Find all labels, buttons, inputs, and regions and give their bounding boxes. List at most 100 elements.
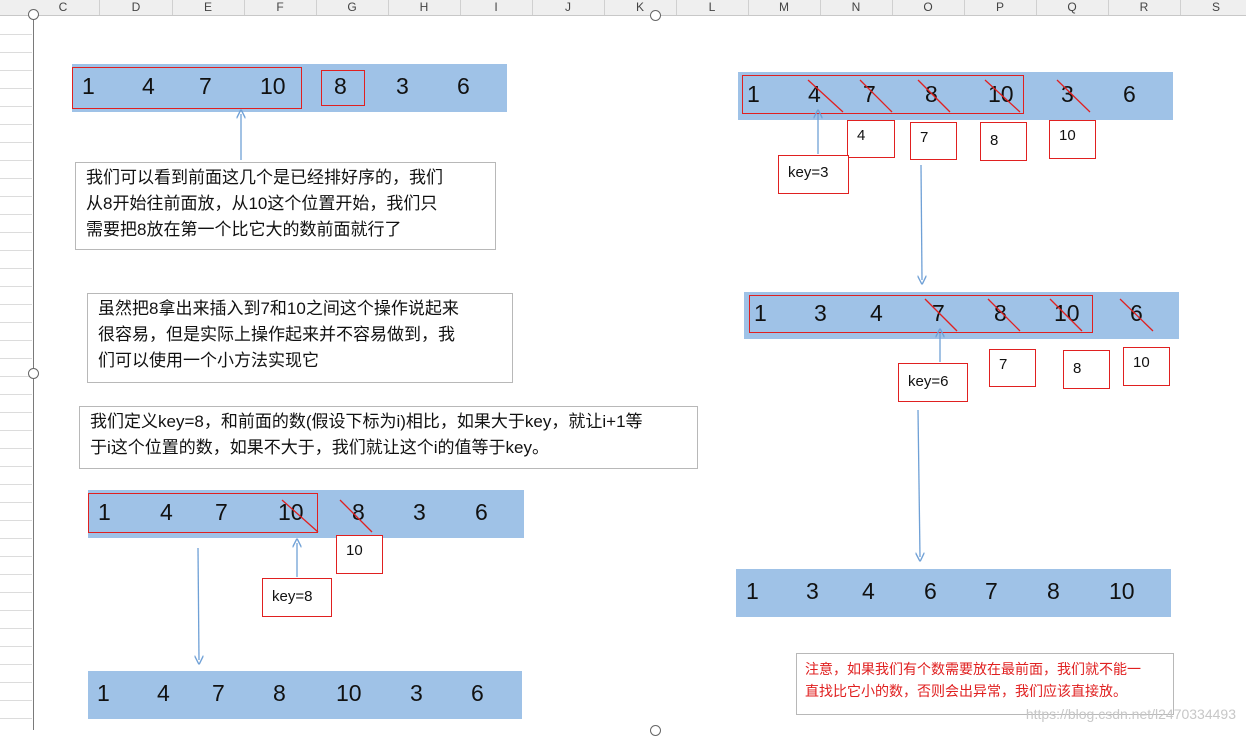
note-line: 我们定义key=8，和前面的数(假设下标为i)相比，如果大于key，就让i+1等 xyxy=(90,412,643,431)
bar-number: 8 xyxy=(273,680,286,706)
column-header-p[interactable]: P xyxy=(995,0,1004,14)
bar-number: 7 xyxy=(985,578,998,604)
shift-value-box: 10 xyxy=(1123,347,1170,386)
bar-number: 3 xyxy=(410,680,423,706)
bar-number: 1 xyxy=(747,81,760,107)
sorted-part-outline xyxy=(72,67,302,109)
row-line xyxy=(0,646,32,647)
bar-number: 4 xyxy=(142,73,155,99)
shift-value-box: 8 xyxy=(1063,350,1110,389)
column-divider xyxy=(964,0,965,15)
column-header-j[interactable]: J xyxy=(565,0,571,14)
row-line xyxy=(0,214,32,215)
row-line xyxy=(0,286,32,287)
column-header-h[interactable]: H xyxy=(419,0,429,14)
column-header-bar: C D E F G H I J K L M N O P Q R S xyxy=(0,0,1246,16)
column-header-i[interactable]: I xyxy=(494,0,498,14)
bar-number: 8 xyxy=(334,73,347,99)
column-divider xyxy=(388,0,389,15)
current-element-outline xyxy=(321,70,365,106)
resize-handle-top[interactable] xyxy=(650,10,661,21)
column-header-c[interactable]: C xyxy=(58,0,68,14)
row-line xyxy=(0,664,32,665)
bar-number: 10 xyxy=(1109,578,1135,604)
watermark: https://blog.csdn.net/l2470334493 xyxy=(1025,706,1236,722)
column-header-r[interactable]: R xyxy=(1139,0,1149,14)
row-line xyxy=(0,430,32,431)
bar-number: 6 xyxy=(457,73,470,99)
bar-number: 8 xyxy=(994,300,1007,326)
column-header-f[interactable]: F xyxy=(276,0,284,14)
column-header-l[interactable]: L xyxy=(708,0,716,14)
column-header-g[interactable]: G xyxy=(347,0,357,14)
row-line xyxy=(0,610,32,611)
column-divider xyxy=(460,0,461,15)
resize-handle-top-left[interactable] xyxy=(28,9,39,20)
row-gridlines xyxy=(0,16,32,730)
number-bar-after-key8: 1 4 7 8 10 3 6 xyxy=(88,671,522,719)
column-header-d[interactable]: D xyxy=(131,0,141,14)
bar-number: 8 xyxy=(1047,578,1060,604)
shift-value-box: 4 xyxy=(847,120,895,158)
row-line xyxy=(0,178,32,179)
shift-value-box: 7 xyxy=(910,122,957,160)
strike-mark xyxy=(984,79,1021,113)
column-divider xyxy=(820,0,821,15)
row-line xyxy=(0,88,32,89)
note-line: 虽然把8拿出来插入到7和10之间这个操作说起来 xyxy=(98,299,459,318)
key-box-3: key=3 xyxy=(778,155,849,194)
bar-number: 6 xyxy=(1123,81,1136,107)
column-header-s[interactable]: S xyxy=(1211,0,1220,14)
column-header-m[interactable]: M xyxy=(779,0,789,14)
note-line: 很容易，但是实际上操作起来并不容易做到，我 xyxy=(98,325,455,344)
explanation-note-3: 我们定义key=8，和前面的数(假设下标为i)相比，如果大于key，就让i+1等… xyxy=(79,406,698,469)
row-line xyxy=(0,502,32,503)
shift-value-box: 7 xyxy=(989,349,1036,387)
row-line xyxy=(0,700,32,701)
column-divider xyxy=(99,0,100,15)
column-header-k[interactable]: K xyxy=(635,0,644,14)
number-bar-key6-step: 1 3 4 7 8 10 6 xyxy=(744,292,1179,339)
row-line xyxy=(0,304,32,305)
row-line xyxy=(0,124,32,125)
row-line xyxy=(0,358,32,359)
strike-mark xyxy=(917,79,951,113)
strike-mark xyxy=(924,298,958,332)
column-divider xyxy=(532,0,533,15)
column-header-e[interactable]: E xyxy=(203,0,212,14)
column-divider xyxy=(172,0,173,15)
column-divider xyxy=(1108,0,1109,15)
column-header-q[interactable]: Q xyxy=(1067,0,1077,14)
bar-number: 6 xyxy=(471,680,484,706)
row-line xyxy=(0,682,32,683)
row-line xyxy=(0,322,32,323)
row-line xyxy=(0,250,32,251)
column-divider xyxy=(1180,0,1181,15)
row-line xyxy=(0,394,32,395)
number-bar-key8-step: 1 4 7 10 8 3 6 xyxy=(88,490,524,538)
note-line: 从8开始往前面放，从10这个位置开始，我们只 xyxy=(86,194,438,213)
column-header-o[interactable]: O xyxy=(923,0,933,14)
row-line xyxy=(0,142,32,143)
bar-number: 6 xyxy=(924,578,937,604)
explanation-note-1: 我们可以看到前面这几个是已经排好序的，我们 从8开始往前面放，从10这个位置开始… xyxy=(75,162,496,250)
row-line xyxy=(0,412,32,413)
bar-number: 1 xyxy=(754,300,767,326)
row-line xyxy=(0,232,32,233)
bar-number: 1 xyxy=(746,578,759,604)
row-line xyxy=(0,520,32,521)
bar-number: 7 xyxy=(215,499,228,525)
note-line: 们可以使用一个小方法实现它 xyxy=(98,351,319,370)
resize-handle-left[interactable] xyxy=(28,368,39,379)
bar-number: 7 xyxy=(212,680,225,706)
explanation-note-2: 虽然把8拿出来插入到7和10之间这个操作说起来 很容易，但是实际上操作起来并不容… xyxy=(87,293,513,383)
strike-mark xyxy=(1056,79,1091,113)
row-line xyxy=(0,718,32,719)
sorted-part-outline xyxy=(742,75,1024,114)
row-line xyxy=(0,52,32,53)
column-header-n[interactable]: N xyxy=(851,0,861,14)
row-line xyxy=(0,70,32,71)
row-line xyxy=(0,466,32,467)
row-line xyxy=(0,196,32,197)
